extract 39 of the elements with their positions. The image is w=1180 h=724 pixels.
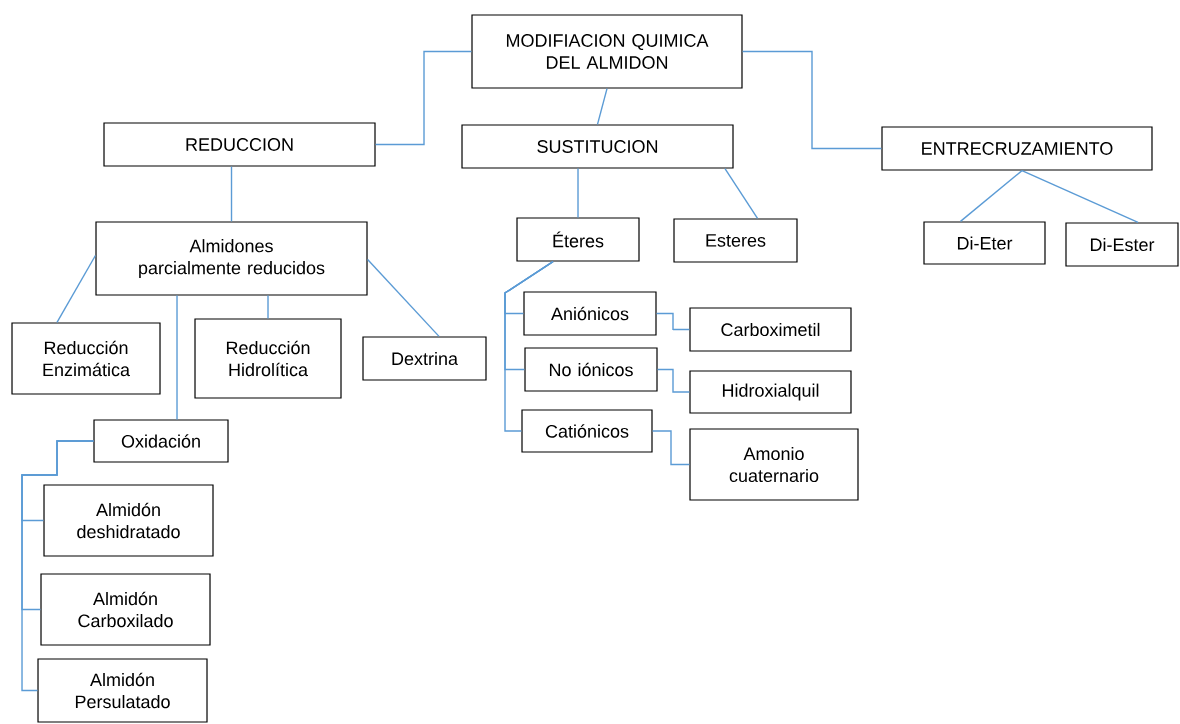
- box: Reducción Enzimática: [11, 322, 161, 395]
- box: Oxidación: [93, 419, 229, 463]
- box: Di-Ester: [1065, 222, 1179, 267]
- box: Reducción Hidrolítica: [194, 318, 342, 399]
- connector-line: [656, 368, 691, 393]
- box: Dextrina: [362, 336, 487, 381]
- box: Almidón Carboxilado: [40, 573, 211, 646]
- box: Almidones parcialmente reducidos: [95, 221, 368, 296]
- box: Aniónicos: [523, 291, 657, 336]
- box: REDUCCION: [103, 122, 376, 167]
- connector-line: [651, 430, 691, 466]
- connector-line: [741, 50, 883, 150]
- connector-line: [21, 440, 95, 692]
- connector-line: [1021, 169, 1139, 224]
- connector-line: [577, 167, 579, 219]
- box: Catiónicos: [521, 409, 653, 453]
- box: Carboximetil: [689, 307, 852, 352]
- connector-line: [56, 254, 97, 324]
- connector-line: [655, 312, 691, 331]
- box: Hidroxialquil: [689, 370, 852, 414]
- connector-line: [366, 258, 440, 338]
- connector-line: [176, 294, 178, 421]
- box: Éteres: [516, 217, 640, 262]
- box: Amonio cuaternario: [689, 428, 859, 501]
- connector-line: [374, 50, 473, 146]
- connector-line: [724, 167, 759, 220]
- connector-line: [230, 165, 233, 223]
- connector-line: [959, 169, 1023, 223]
- box: No iónicos: [524, 347, 658, 392]
- box: ENTRECRUZAMIENTO: [881, 126, 1153, 171]
- box: Almidón deshidratado: [43, 484, 214, 557]
- box: MODIFIACION QUIMICA DEL ALMIDON: [471, 14, 743, 89]
- box: SUSTITUCION: [461, 124, 734, 169]
- connector-line: [504, 260, 554, 432]
- box: Esteres: [673, 218, 798, 263]
- connector-line: [596, 87, 608, 126]
- box: Almidón Persulatado: [37, 658, 208, 723]
- connector-line: [267, 294, 269, 320]
- box: Di-Eter: [923, 221, 1046, 265]
